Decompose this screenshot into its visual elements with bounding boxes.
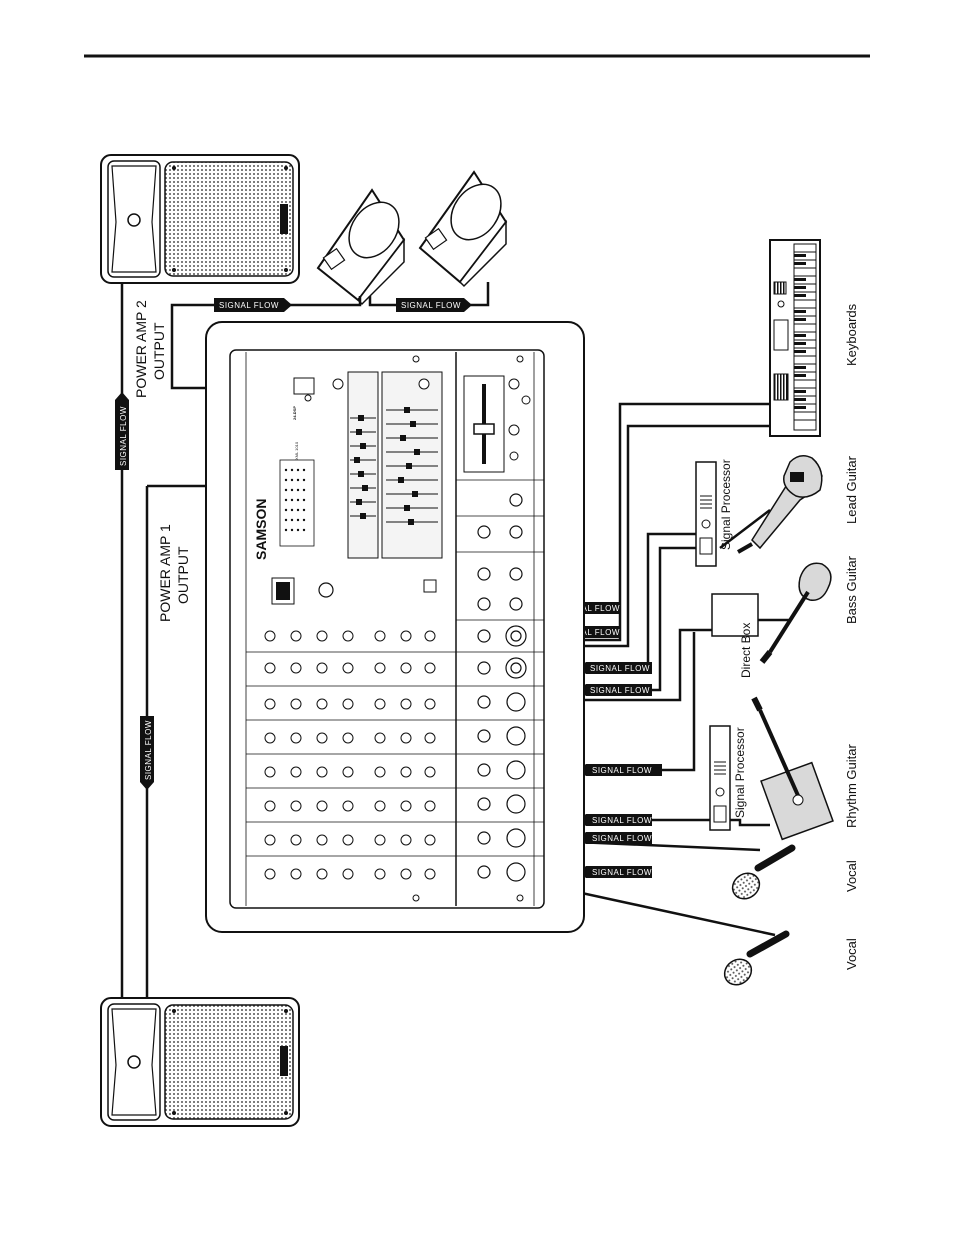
svg-text:SIGNAL FLOW: SIGNAL FLOW xyxy=(119,406,128,466)
lead-guitar-label: Lead Guitar xyxy=(844,455,859,524)
signal-flow-arrow-amp1: SIGNAL FLOW xyxy=(140,716,154,790)
svg-text:SIGNAL FLOW: SIGNAL FLOW xyxy=(590,686,650,695)
svg-text:SIGNAL FLOW: SIGNAL FLOW xyxy=(590,664,650,673)
rhythm-guitar-label: Rhythm Guitar xyxy=(844,744,859,828)
svg-text:SIGNAL FLOW: SIGNAL FLOW xyxy=(592,868,652,877)
input-jacks xyxy=(477,493,527,882)
direct-box xyxy=(711,593,759,637)
monitor-wedge-1 xyxy=(316,188,406,306)
svg-text:SIGNAL FLOW: SIGNAL FLOW xyxy=(560,604,620,613)
signal-flow-arrow-rhythm: SIGNAL FLOW xyxy=(578,814,652,826)
bass-guitar-icon xyxy=(759,562,832,664)
svg-text:SIGNAL FLOW: SIGNAL FLOW xyxy=(592,766,652,775)
direct-box-label: Direct Box xyxy=(739,623,753,678)
signal-flow-arrow-monitor-1: SIGNAL FLOW xyxy=(214,298,292,312)
mixer-model: XML 1010 xyxy=(294,441,299,460)
power-amp-1-label: POWER AMP 1 OUTPUT xyxy=(157,520,191,622)
power-amp-2-label: POWER AMP 2 OUTPUT xyxy=(133,296,167,398)
signal-processor-rhythm-label: Signal Processor xyxy=(733,727,747,818)
lead-guitar-icon xyxy=(737,455,823,554)
mixer: SAMSON XML 1010 24-DSP xyxy=(205,321,585,933)
monitor-wedge-2 xyxy=(418,170,508,288)
signal-flow-arrows: SIGNAL FLOW SIGNAL FLOW SIGNAL FLOW SIGN… xyxy=(115,298,662,878)
mixer-dsp-label: 24-DSP xyxy=(292,406,297,420)
mixer-brand: SAMSON xyxy=(253,499,269,560)
signal-flow-arrow-monitor-2: SIGNAL FLOW xyxy=(396,298,472,312)
svg-text:SIGNAL FLOW: SIGNAL FLOW xyxy=(144,720,153,780)
signal-flow-arrow-bass: SIGNAL FLOW xyxy=(578,764,662,776)
svg-text:SIGNAL FLOW: SIGNAL FLOW xyxy=(592,816,652,825)
signal-flow-arrow-vocal-2: SIGNAL FLOW xyxy=(578,866,652,878)
signal-flow-arrow-lead-2: SIGNAL FLOW xyxy=(578,684,652,696)
keyboards-label: Keyboards xyxy=(844,303,859,366)
svg-text:SIGNAL FLOW: SIGNAL FLOW xyxy=(592,834,652,843)
svg-text:SIGNAL FLOW: SIGNAL FLOW xyxy=(219,301,279,310)
signal-flow-arrow-vocal-1: SIGNAL FLOW xyxy=(578,832,652,844)
vocal-label-2: Vocal xyxy=(844,938,859,970)
channel-knobs xyxy=(264,630,436,880)
signal-processor-lead xyxy=(695,461,717,567)
speaker-bottom xyxy=(100,997,300,1127)
signal-flow-arrow-lead-1: SIGNAL FLOW xyxy=(578,662,652,674)
speaker-top xyxy=(100,154,300,284)
svg-text:SIGNAL FLOW: SIGNAL FLOW xyxy=(560,628,620,637)
signal-processor-lead-label: Signal Processor xyxy=(719,459,733,550)
vocal-mic-1 xyxy=(731,844,796,900)
svg-text:SIGNAL FLOW: SIGNAL FLOW xyxy=(401,301,461,310)
rhythm-guitar-icon xyxy=(751,696,834,841)
keyboard xyxy=(769,239,821,437)
vocal-label-1: Vocal xyxy=(844,860,859,892)
signal-processor-rhythm xyxy=(709,725,731,831)
vocal-mic-2 xyxy=(723,930,790,986)
signal-flow-arrow-amp2: SIGNAL FLOW xyxy=(115,392,129,470)
bass-guitar-label: Bass Guitar xyxy=(844,555,859,624)
